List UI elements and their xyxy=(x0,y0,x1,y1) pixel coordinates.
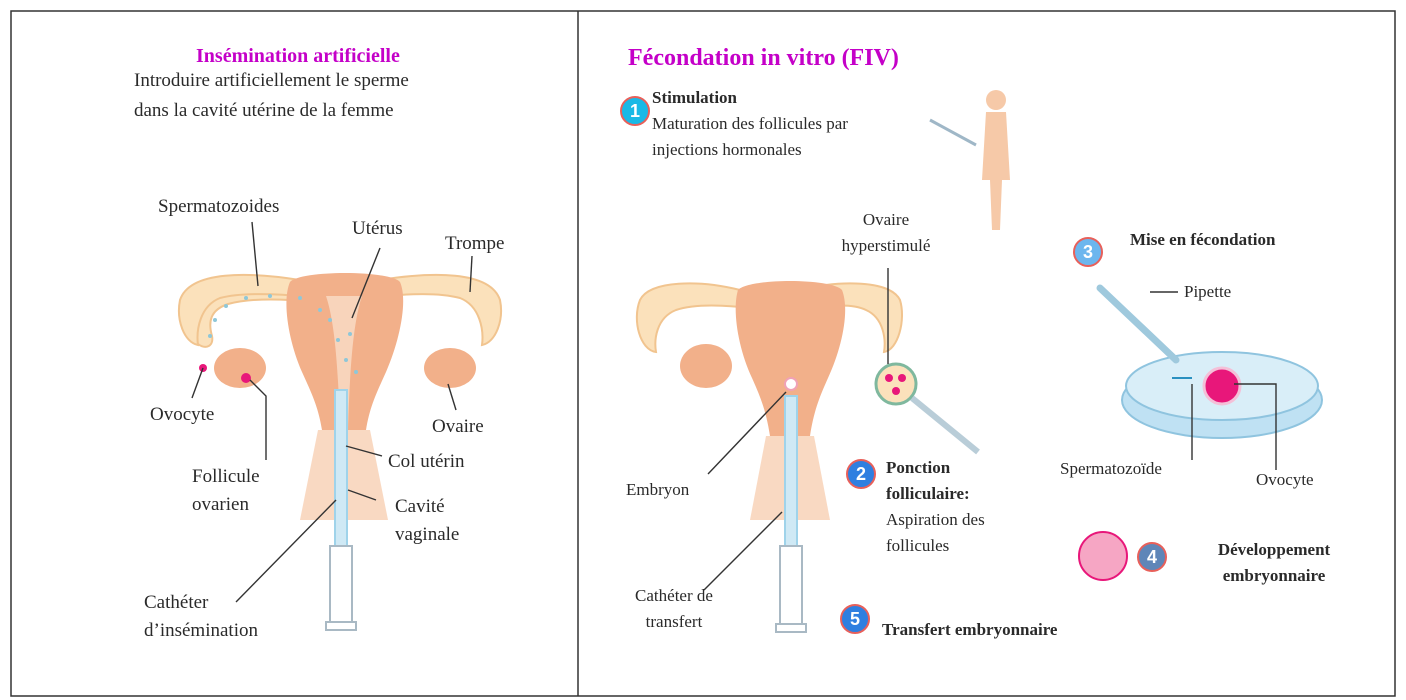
step-2-title-line2: folliculaire: xyxy=(886,484,970,504)
label-pipette: Pipette xyxy=(1184,282,1231,302)
label-catheter-line2: d’insémination xyxy=(144,620,258,643)
left-title: Insémination artificielle xyxy=(196,44,400,68)
embryo-illustration xyxy=(1079,532,1127,580)
step-4-title-line2: embryonnaire xyxy=(1186,566,1362,586)
left-desc-line1: Introduire artificiellement le sperme xyxy=(134,70,409,93)
label-cavite-line2: vaginale xyxy=(395,524,459,547)
step-4-badge: 4 xyxy=(1137,542,1167,572)
step-1-desc-line2: injections hormonales xyxy=(652,140,802,160)
step-1-title: Stimulation xyxy=(652,88,737,108)
step-4-title-line1: Développement xyxy=(1186,540,1362,560)
right-uterus-illustration xyxy=(637,281,978,632)
label-catheter-line1: Cathéter xyxy=(144,592,208,615)
step-3-badge: 3 xyxy=(1073,237,1103,267)
label-ovaire-hyperstimule-line1: Ovaire xyxy=(826,210,946,230)
label-ovaire-hyperstimule-line2: hyperstimulé xyxy=(826,236,946,256)
person-silhouette-icon xyxy=(930,90,1010,230)
label-uterus: Utérus xyxy=(352,218,403,241)
label-embryon: Embryon xyxy=(626,480,689,500)
step-1-badge: 1 xyxy=(620,96,650,126)
label-spermatozoide: Spermatozoïde xyxy=(1060,459,1162,479)
label-follicule-line1: Follicule xyxy=(192,466,260,489)
label-cavite-line1: Cavité xyxy=(395,496,445,519)
step-1-desc-line1: Maturation des follicules par xyxy=(652,114,848,134)
label-catheter-transfert-line1: Cathéter de xyxy=(614,586,734,606)
label-ovaire: Ovaire xyxy=(432,416,484,439)
step-5-badge: 5 xyxy=(840,604,870,634)
left-desc-line2: dans la cavité utérine de la femme xyxy=(134,100,394,123)
step-2-desc-line1: Aspiration des xyxy=(886,510,985,530)
right-title: Fécondation in vitro (FIV) xyxy=(628,44,899,73)
step-2-badge: 2 xyxy=(846,459,876,489)
label-follicule-line2: ovarien xyxy=(192,494,249,517)
step-5-title: Transfert embryonnaire xyxy=(882,620,1057,640)
label-ovocyte-fiv: Ovocyte xyxy=(1256,470,1314,490)
step-2-title-line1: Ponction xyxy=(886,458,950,478)
label-spermatozoides: Spermatozoides xyxy=(158,196,279,219)
label-catheter-transfert-line2: transfert xyxy=(614,612,734,632)
petri-dish-illustration xyxy=(1100,288,1322,438)
label-ovocyte: Ovocyte xyxy=(150,404,214,427)
step-2-desc-line2: follicules xyxy=(886,536,949,556)
label-col-uterin: Col utérin xyxy=(388,451,465,474)
label-trompe: Trompe xyxy=(445,233,504,256)
step-3-title: Mise en fécondation xyxy=(1130,230,1275,250)
